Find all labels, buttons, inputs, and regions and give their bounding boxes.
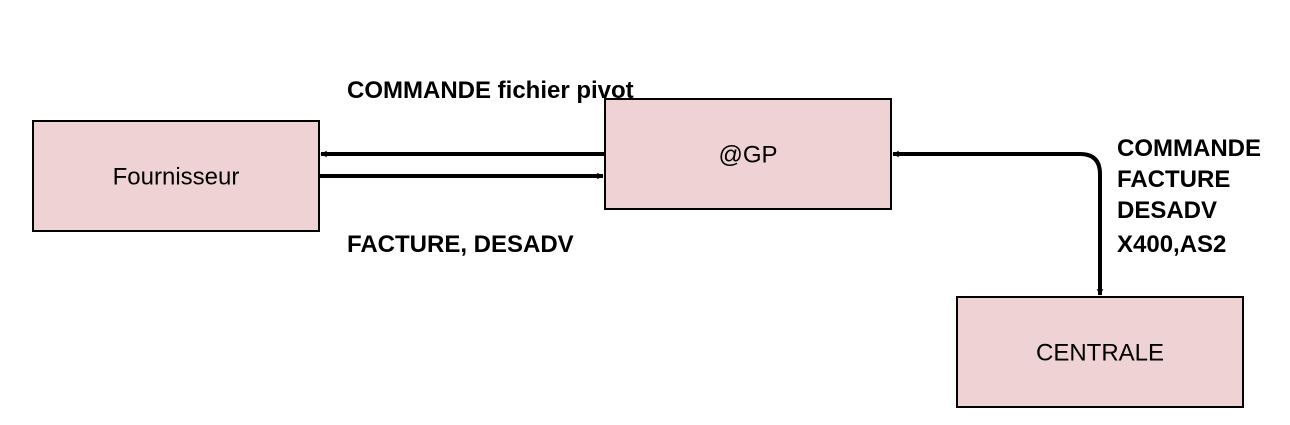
edge-centrale-label-line: DESADV [1117,197,1217,224]
edge-centrale-bidirectional-arrow [892,150,1104,296]
edge-commande-label: COMMANDE fichier pivot [347,77,634,104]
node-fournisseur-label: Fournisseur [113,163,240,190]
node-centrale: CENTRALE [956,296,1244,408]
node-fournisseur-box [32,120,320,232]
node-centrale-label: CENTRALE [1036,339,1164,366]
edge-centrale-label-line: COMMANDE [1117,135,1261,162]
node-fournisseur: Fournisseur [32,120,320,232]
edge-centrale-label-line: X400,AS2 [1117,231,1226,258]
edge-facture-label: FACTURE, DESADV [347,231,574,258]
node-agp-label: @GP [718,141,777,168]
node-agp: @GP [604,98,892,210]
edge-centrale-label-group: COMMANDE FACTURE DESADV X400,AS2 [1117,135,1261,258]
node-centrale-box [956,296,1244,408]
edge-centrale-label-line: FACTURE [1117,166,1230,193]
node-agp-box [604,98,892,210]
